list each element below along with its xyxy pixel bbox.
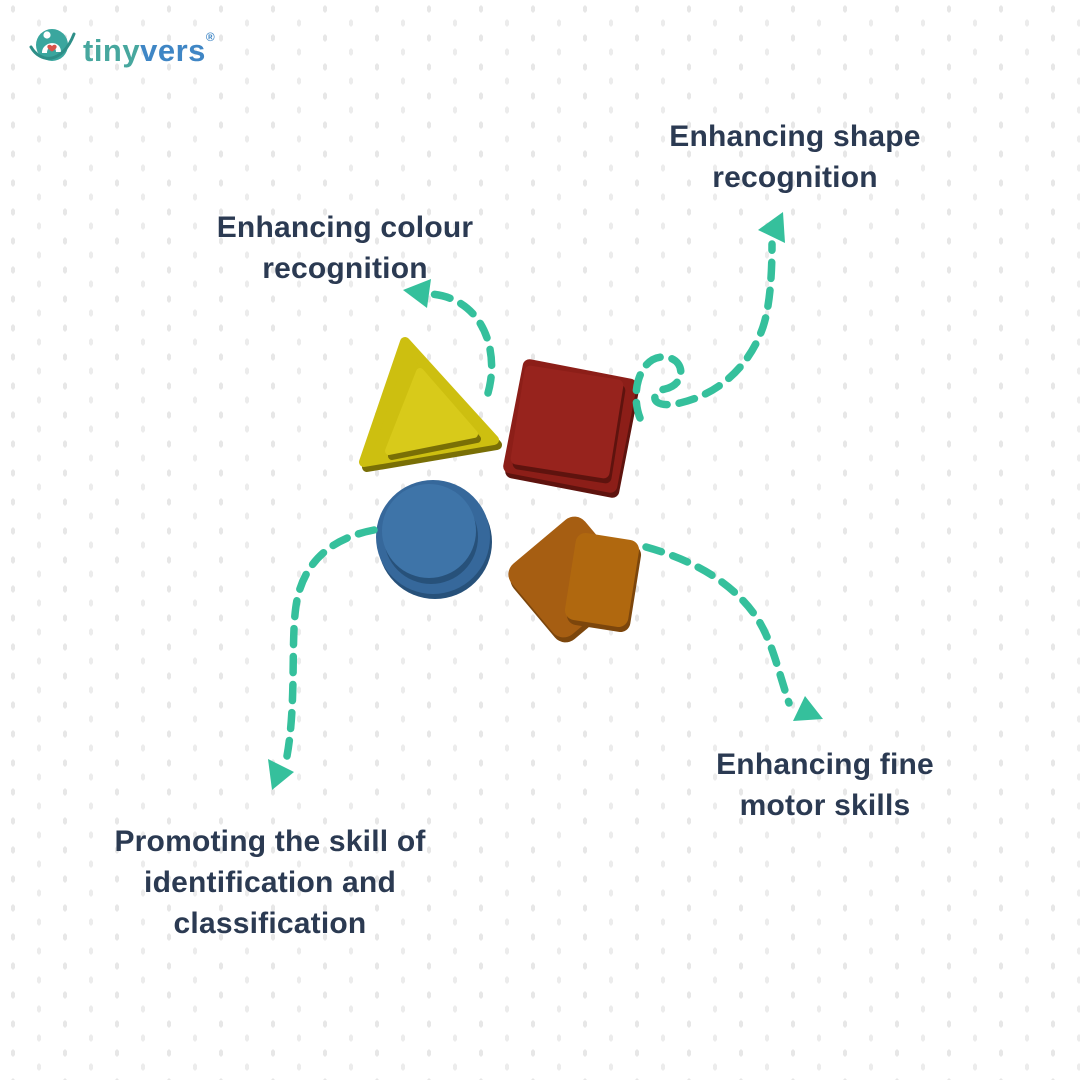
registered-trademark-mark: ®	[205, 29, 216, 44]
label-line: classification	[173, 907, 367, 940]
label-line: Enhancing shape	[669, 120, 921, 153]
label-line: Enhancing fine	[716, 748, 934, 781]
brand-name-part1: tiny	[83, 32, 141, 68]
arrowhead-right-icon	[793, 696, 823, 721]
label-colour-recognition: Enhancing colour recognition	[180, 207, 510, 289]
label-identification-classification: Promoting the skill of identification an…	[85, 821, 455, 944]
label-line: motor skills	[739, 789, 911, 822]
tinyvers-logo: tiny vers ®	[28, 22, 215, 70]
arrow-to-identification	[283, 526, 378, 760]
orange-rectangle-shape	[508, 516, 642, 643]
label-line: recognition	[262, 252, 428, 285]
tinyvers-globe-icon	[29, 29, 76, 61]
label-line: identification and	[144, 866, 396, 899]
brand-name: tiny vers ®	[83, 27, 215, 66]
label-line: recognition	[712, 161, 878, 194]
arrowhead-down-left-icon	[268, 759, 294, 790]
arrow-to-fine-motor	[642, 543, 793, 707]
arrowhead-left-icon	[403, 279, 431, 308]
blue-circle-shape	[376, 480, 492, 599]
arrow-to-shape-recognition	[632, 240, 776, 422]
label-fine-motor-skills: Enhancing fine motor skills	[660, 744, 990, 826]
red-square-shape	[503, 359, 639, 498]
label-shape-recognition: Enhancing shape recognition	[625, 116, 965, 198]
brand-name-part2: vers	[140, 32, 206, 68]
arrowhead-up-right-icon	[758, 212, 785, 243]
arrowheads	[268, 212, 823, 790]
yellow-triangle-shape	[359, 337, 502, 472]
label-line: Enhancing colour	[216, 211, 474, 244]
arrow-to-colour-recognition	[426, 290, 496, 397]
label-line: Promoting the skill of	[114, 825, 426, 858]
